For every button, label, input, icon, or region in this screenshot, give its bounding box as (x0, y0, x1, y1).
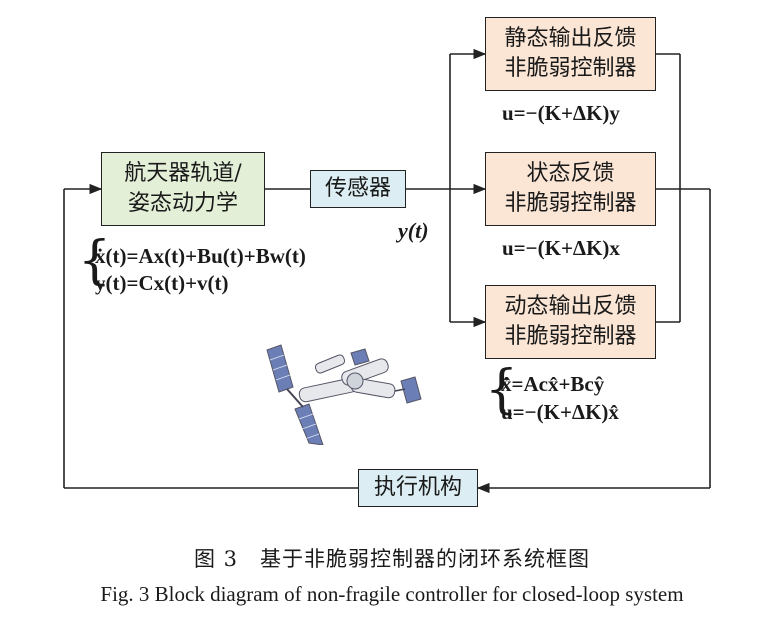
static-output-controller-block: 静态输出反馈 非脆弱控制器 (485, 17, 656, 91)
static-control-law: u=−(K+ΔK)y (502, 101, 620, 125)
plant-equation-2: y(t)=Cx(t)+v(t) (95, 271, 229, 295)
space-station-icon (266, 344, 422, 445)
dynamic-equation-2: u=−(K+ΔK)x̂ (501, 400, 619, 424)
plant-block: 航天器轨道/ 姿态动力学 (101, 152, 265, 226)
caption-chinese: 图 3 基于非脆弱控制器的闭环系统框图 (193, 547, 591, 571)
state-line-2: 非脆弱控制器 (504, 191, 637, 216)
static-line-1: 静态输出反馈 (504, 26, 637, 51)
state-control-law: u=−(K+ΔK)x (502, 236, 620, 260)
dynamic-line-1: 动态输出反馈 (504, 294, 637, 319)
dynamic-line-2: 非脆弱控制器 (504, 324, 637, 349)
plant-equation-brace: { (78, 231, 112, 291)
sensor-block: 传感器 (310, 170, 406, 208)
plant-equation-1: ẋ(t)=Ax(t)+Bu(t)+Bw(t) (95, 244, 306, 268)
caption-english: Fig. 3 Block diagram of non-fragile cont… (100, 582, 684, 606)
static-line-2: 非脆弱控制器 (504, 56, 637, 81)
actuator-block: 执行机构 (358, 469, 478, 507)
signal-y-label: y(t) (398, 218, 429, 243)
state-line-1: 状态反馈 (526, 161, 615, 186)
dynamic-equation-1: x̂̇=Acx̂+Bcŷ (501, 372, 605, 396)
actuator-label: 执行机构 (373, 475, 462, 500)
plant-line-2: 姿态动力学 (127, 191, 238, 216)
plant-line-1: 航天器轨道/ (124, 161, 242, 186)
dynamic-equation-brace: { (485, 360, 519, 420)
dynamic-output-controller-block: 动态输出反馈 非脆弱控制器 (485, 285, 656, 359)
state-feedback-controller-block: 状态反馈 非脆弱控制器 (485, 152, 656, 226)
sensor-label: 传感器 (324, 176, 391, 201)
